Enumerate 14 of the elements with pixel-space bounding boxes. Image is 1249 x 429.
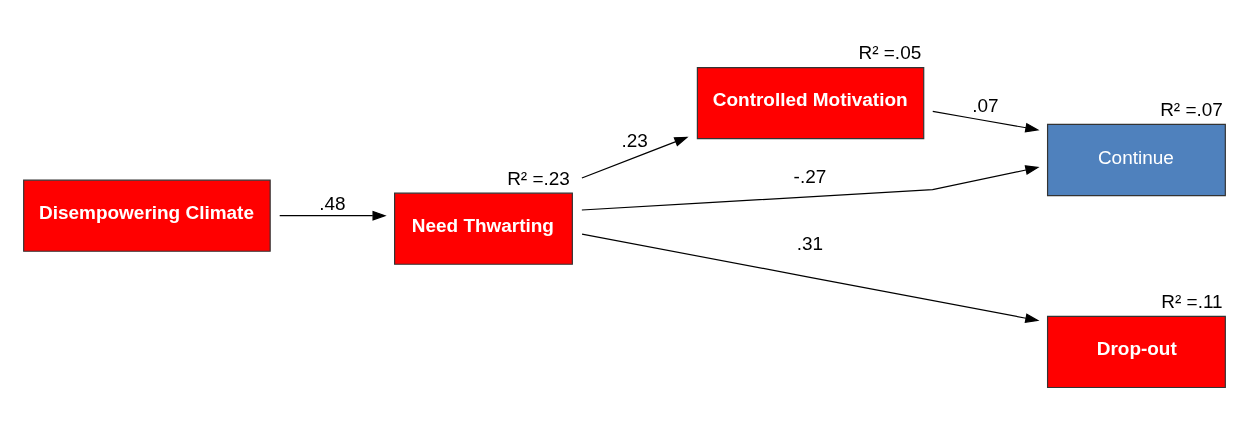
edge-label: .23 xyxy=(621,129,648,151)
node-label: R² =.11 xyxy=(1161,290,1223,312)
arrow xyxy=(581,136,689,179)
node-label: R² =.05 xyxy=(858,42,922,64)
edge-label: .07 xyxy=(972,95,999,117)
edge-label: -.27 xyxy=(793,166,827,188)
arrow xyxy=(581,165,1040,211)
node-label: R² =.07 xyxy=(1160,98,1223,120)
edge-label: .48 xyxy=(319,192,346,214)
arrow xyxy=(932,110,1040,133)
arrow xyxy=(581,233,1040,324)
edge-label: .31 xyxy=(796,232,824,254)
arrow xyxy=(279,210,387,221)
node-label: R² =.23 xyxy=(507,167,570,189)
